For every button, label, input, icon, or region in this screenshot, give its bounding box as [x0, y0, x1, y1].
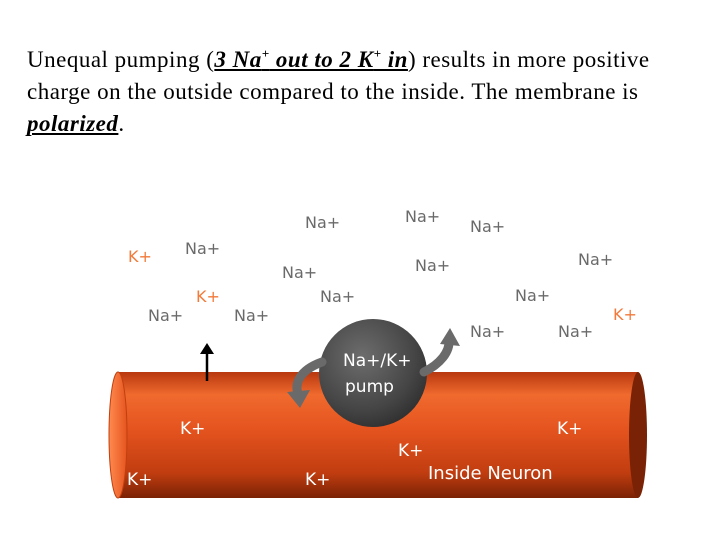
- outside-ions: Na+Na+Na+K+Na+Na+Na+Na+K+Na+Na+Na+Na+Na+…: [128, 207, 637, 341]
- inside-ions: K+ K+ K+ K+ K+: [127, 419, 582, 490]
- sodium-ion-outside: Na+: [234, 306, 269, 325]
- pump-label-line1: Na+/K+: [343, 351, 412, 371]
- sodium-ion-outside: Na+: [148, 306, 183, 325]
- caption-period: .: [118, 111, 125, 136]
- sodium-ion-outside: Na+: [282, 263, 317, 282]
- sodium-ion-outside: Na+: [515, 286, 550, 305]
- caption-ratio-mid: out to 2 K: [269, 47, 374, 72]
- potassium-ion-outside: K+: [613, 305, 637, 324]
- sodium-ion-outside: Na+: [470, 217, 505, 236]
- sodium-potassium-pump: Na+/K+ pump: [287, 319, 460, 427]
- curved-arrow-right-icon: [419, 335, 454, 377]
- sodium-ion-outside: Na+: [185, 239, 220, 258]
- pump-label-line2: pump: [345, 377, 394, 397]
- caption-part1: Unequal pumping (: [27, 47, 215, 72]
- sodium-ion-outside: Na+: [558, 322, 593, 341]
- caption-ratio-na-sup: +: [261, 46, 270, 61]
- caption-ratio-in: in: [381, 47, 408, 72]
- inside-neuron-label: Inside Neuron: [428, 463, 553, 484]
- sodium-ion-outside: Na+: [320, 287, 355, 306]
- potassium-ion-outside: K+: [196, 287, 220, 306]
- potassium-ion-inside: K+: [127, 470, 152, 490]
- potassium-ion-inside: K+: [398, 441, 423, 461]
- potassium-ion-inside: K+: [180, 419, 205, 439]
- caption-ratio-k-sup: +: [373, 46, 382, 61]
- sodium-ion-outside: Na+: [578, 250, 613, 269]
- caption-polarized: polarized: [27, 111, 119, 136]
- curved-arrow-right-head-icon: [440, 328, 460, 346]
- caption-ratio: 3 Na+ out to 2 K+ in: [214, 47, 408, 72]
- sodium-ion-outside: Na+: [415, 256, 450, 275]
- sodium-ion-outside: Na+: [405, 207, 440, 226]
- arrow-up-icon: [200, 343, 214, 381]
- sodium-ion-outside: Na+: [305, 213, 340, 232]
- caption-part2: ) results in more positive charge on the…: [27, 47, 650, 104]
- potassium-ion-inside: K+: [305, 470, 330, 490]
- potassium-ion-outside: K+: [128, 247, 152, 266]
- caption-text: Unequal pumping (3 Na+ out to 2 K+ in) r…: [27, 44, 707, 140]
- sodium-ion-outside: Na+: [470, 322, 505, 341]
- curved-arrow-left-head-icon: [287, 390, 310, 408]
- potassium-ion-inside: K+: [557, 419, 582, 439]
- caption-ratio-na: 3 Na: [214, 47, 262, 72]
